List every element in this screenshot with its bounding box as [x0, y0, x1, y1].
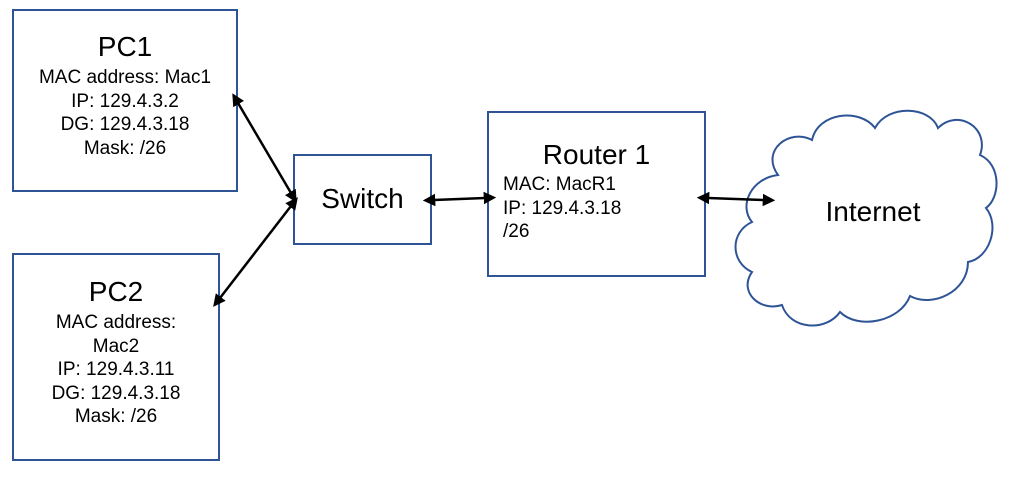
pc1-box[interactable]: PC1 MAC address: Mac1 IP: 129.4.3.2 DG: … — [12, 9, 238, 192]
pc2-mask: Mask: /26 — [74, 406, 158, 428]
internet-label: Internet — [825, 196, 921, 227]
router-mac: MAC: MacR1 — [503, 174, 616, 196]
link-router-internet — [696, 191, 776, 207]
pc2-box[interactable]: PC2 MAC address: Mac2 IP: 129.4.3.11 DG:… — [12, 253, 220, 461]
pc2-mac-label: MAC address: — [55, 312, 177, 334]
pc1-ip: IP: 129.4.3.2 — [71, 90, 179, 112]
pc1-dg: DG: 129.4.3.18 — [60, 114, 190, 136]
pc1-mask: Mask: /26 — [83, 137, 167, 159]
pc2-title: PC2 — [88, 276, 144, 307]
pc1-title: PC1 — [97, 31, 153, 62]
pc2-ip: IP: 129.4.3.11 — [57, 359, 175, 381]
router-title: Router 1 — [542, 139, 651, 170]
router-box[interactable]: Router 1 MAC: MacR1 IP: 129.4.3.18 /26 — [487, 111, 706, 277]
pc2-mac-value: Mac2 — [92, 335, 140, 357]
link-switch-router — [422, 191, 497, 207]
pc2-dg: DG: 129.4.3.18 — [51, 382, 181, 404]
router-ip: IP: 129.4.3.18 — [503, 197, 622, 219]
link-pc2-switch — [213, 197, 298, 307]
link-pc1-switch — [232, 93, 297, 203]
switch-title: Switch — [321, 183, 404, 215]
router-mask: /26 — [503, 221, 530, 243]
switch-box[interactable]: Switch — [293, 154, 432, 245]
pc1-mac: MAC address: Mac1 — [38, 67, 212, 89]
